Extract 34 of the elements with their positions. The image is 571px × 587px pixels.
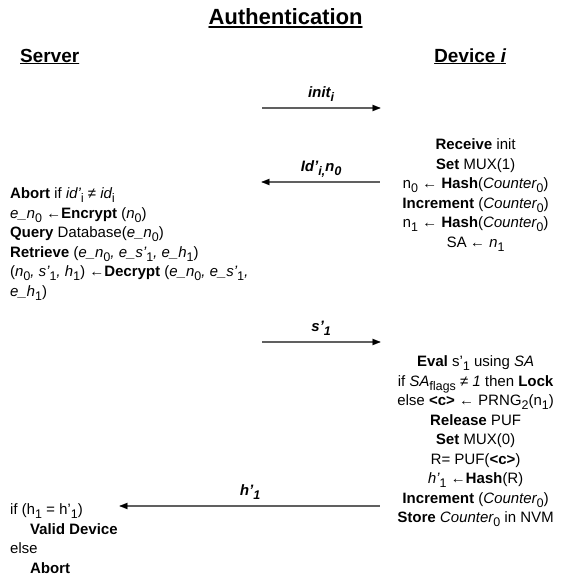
column-heading: Server	[20, 46, 80, 68]
message-label: h’$_{1}$	[240, 482, 260, 499]
protocol-step: Release PUF	[430, 412, 521, 428]
protocol-step: if (h$_{1}$ = h’$_{1}$)	[10, 501, 83, 518]
protocol-step: Abort	[30, 560, 70, 576]
message-label: s’$_{1}$	[311, 318, 331, 335]
protocol-step: Query Database(e_n$_{0}$)	[10, 224, 164, 241]
message-arrow	[261, 178, 380, 186]
protocol-step: Set MUX(1)	[436, 156, 516, 172]
diagram-title: Authentication	[208, 4, 362, 30]
protocol-step: Store Counter$_{0}$ in NVM	[397, 509, 554, 526]
protocol-step: e_n$_{0}$ ←Encrypt (n$_{0}$)	[10, 204, 146, 222]
protocol-step: n$_{1}$ ← Hash(Counter$_{0}$)	[402, 214, 548, 231]
protocol-step: else	[10, 540, 38, 557]
protocol-step: Abort if id’$_{i}$ ≠ id$_{i}$	[10, 185, 115, 202]
message-arrow	[119, 502, 380, 510]
protocol-step: Eval s’$_{1}$ using SA	[416, 353, 534, 370]
message-arrow	[262, 104, 381, 112]
protocol-step: Receive init	[435, 136, 516, 153]
protocol-step: Set MUX(0)	[436, 431, 516, 448]
protocol-step: Valid Device	[30, 520, 118, 538]
message-label: init$_{i}$	[308, 84, 334, 101]
message-arrow	[262, 338, 381, 346]
protocol-step: SA ← n$_{1}$	[446, 234, 504, 250]
protocol-step: n$_{0}$ ← Hash(Counter$_{0}$)	[402, 175, 548, 192]
protocol-step: (n$_{0}$, s’$_{1}$, h$_{1}$) ←Decrypt (e_n$_{0}$, e_s’$_{1}$, e_h$_{1}$)	[10, 263, 248, 300]
column-heading: Device i	[434, 46, 506, 68]
protocol-step: Retrieve (e_n$_{0}$, e_s’$_{1}$, e_h$_{1}$)	[10, 244, 198, 260]
protocol-step: Increment (Counter$_{0}$)	[402, 490, 549, 506]
message-label: Id’$_{i,}$n$_{0}$	[300, 158, 342, 175]
protocol-step: Increment (Counter$_{0}$)	[402, 194, 549, 212]
protocol-step: h’$_{1}$ ←Hash(R)	[428, 470, 524, 487]
protocol-step: R= PUF(<c>)	[430, 450, 520, 468]
protocol-step: else <c> ← PRNG$_{2}$(n$_{1}$)	[397, 392, 554, 409]
